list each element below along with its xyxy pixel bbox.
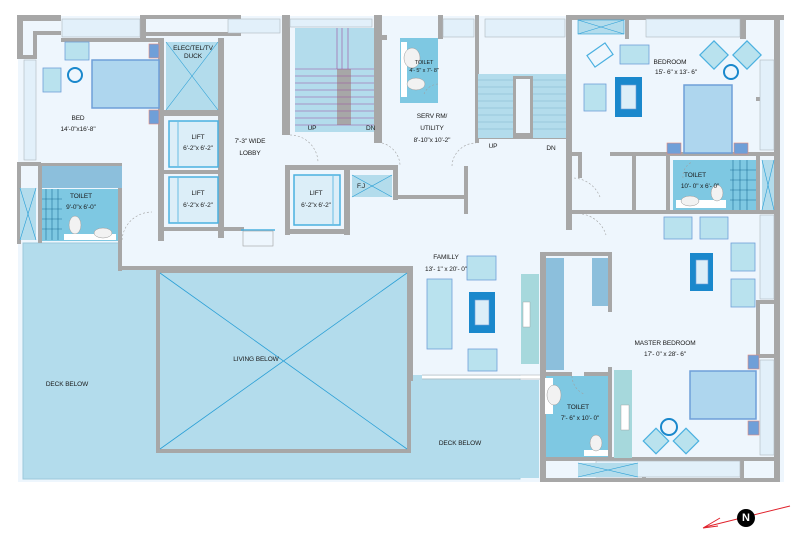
toilet-bedroom-name: TOILET <box>683 172 707 179</box>
bedroom-size: 15'- 6" x 13'- 6" <box>655 69 697 76</box>
bed-left-furniture <box>42 41 160 125</box>
main-door <box>241 229 275 247</box>
toilet-master-name: TOILET <box>566 404 590 411</box>
toilet-bedroom-room <box>673 159 775 211</box>
lift-3-name: LIFT <box>309 190 323 197</box>
lift-2-name: LIFT <box>191 190 205 197</box>
living-below-label: LIVING BELOW <box>233 356 279 363</box>
stair-right-up: UP <box>488 143 498 150</box>
family-size: 13'- 1" x 20'- 0" <box>425 266 467 273</box>
wardrobe-family <box>546 258 564 370</box>
fj-label: F.J <box>356 183 366 190</box>
family-furniture <box>426 255 498 372</box>
toilet-left-name: TOILET <box>69 193 93 200</box>
staircase-right <box>478 74 566 138</box>
serv-utility-size: 8'-10"x 10'-2" <box>413 137 451 144</box>
lift-2-car <box>168 176 219 224</box>
serv-utility-name-2: UTILITY <box>420 125 444 132</box>
bedroom-name: BEDROOM <box>653 59 687 66</box>
tv-master <box>620 404 630 431</box>
lift-1-name: LIFT <box>191 134 205 141</box>
lobby-name: 7'-3" WIDE <box>234 138 266 145</box>
toilet-master-room <box>545 376 639 478</box>
duct-diagonal <box>351 174 393 198</box>
duct-diagonal <box>577 19 625 35</box>
north-compass-badge: N <box>737 509 755 527</box>
walls <box>17 15 784 482</box>
wardrobe-master <box>592 258 608 306</box>
lobby-name-2: LOBBY <box>239 150 261 157</box>
stair-left-up: UP <box>307 125 317 132</box>
elec-duct-label-2: DUCK <box>183 53 203 60</box>
toilet-servant-room <box>400 38 438 103</box>
master-bedroom-size: 17'- 0" x 28'- 6" <box>644 351 686 358</box>
elec-duct-label: ELEC/TEL/TV <box>173 45 213 52</box>
bed-left-name: BED <box>71 115 85 122</box>
door-swings <box>121 83 693 395</box>
deck-below-right-area <box>411 380 539 478</box>
lift-1-car <box>168 120 219 168</box>
deck-below-right-label: DECK BELOW <box>438 440 482 447</box>
lift-3-car <box>293 174 341 226</box>
staircase-left <box>295 28 374 132</box>
deck-below-left-label: DECK BELOW <box>45 381 89 388</box>
toilet-left-room <box>19 166 122 241</box>
family-name: FAMILLY <box>433 254 459 261</box>
lift-2-size: 6'-2"x 6'-2" <box>183 202 213 209</box>
master-bedroom-furniture <box>642 216 760 455</box>
toilet-master-size: 7'- 6" x 10'- 0" <box>560 415 600 422</box>
toilet-servant-name: TOILET <box>414 60 434 66</box>
bedroom-furniture <box>583 40 762 155</box>
tv-family <box>522 301 531 328</box>
toilet-bedroom-size: 10'- 0" x 6'- 0" <box>680 183 720 190</box>
stair-right-dn: DN <box>546 145 556 152</box>
master-bedroom-name: MASTER BEDROOM <box>634 340 696 347</box>
bed-left-size: 14'-0"x16'-8" <box>60 126 96 133</box>
stair-left-dn: DN <box>366 125 376 132</box>
lift-1-size: 6'-2"x 6'-2" <box>183 145 213 152</box>
lift-3-size: 6'-2"x 6'-2" <box>301 202 331 209</box>
living-cutout-diagonal-2 <box>159 272 408 450</box>
duct-diagonal <box>165 41 219 111</box>
toilet-servant-size: 4'- 5" x 7'- 8" <box>409 68 439 74</box>
toilet-left-size: 9'-0"x 6'-0" <box>66 204 96 211</box>
serv-utility-name: SERV RM/ <box>416 113 448 120</box>
